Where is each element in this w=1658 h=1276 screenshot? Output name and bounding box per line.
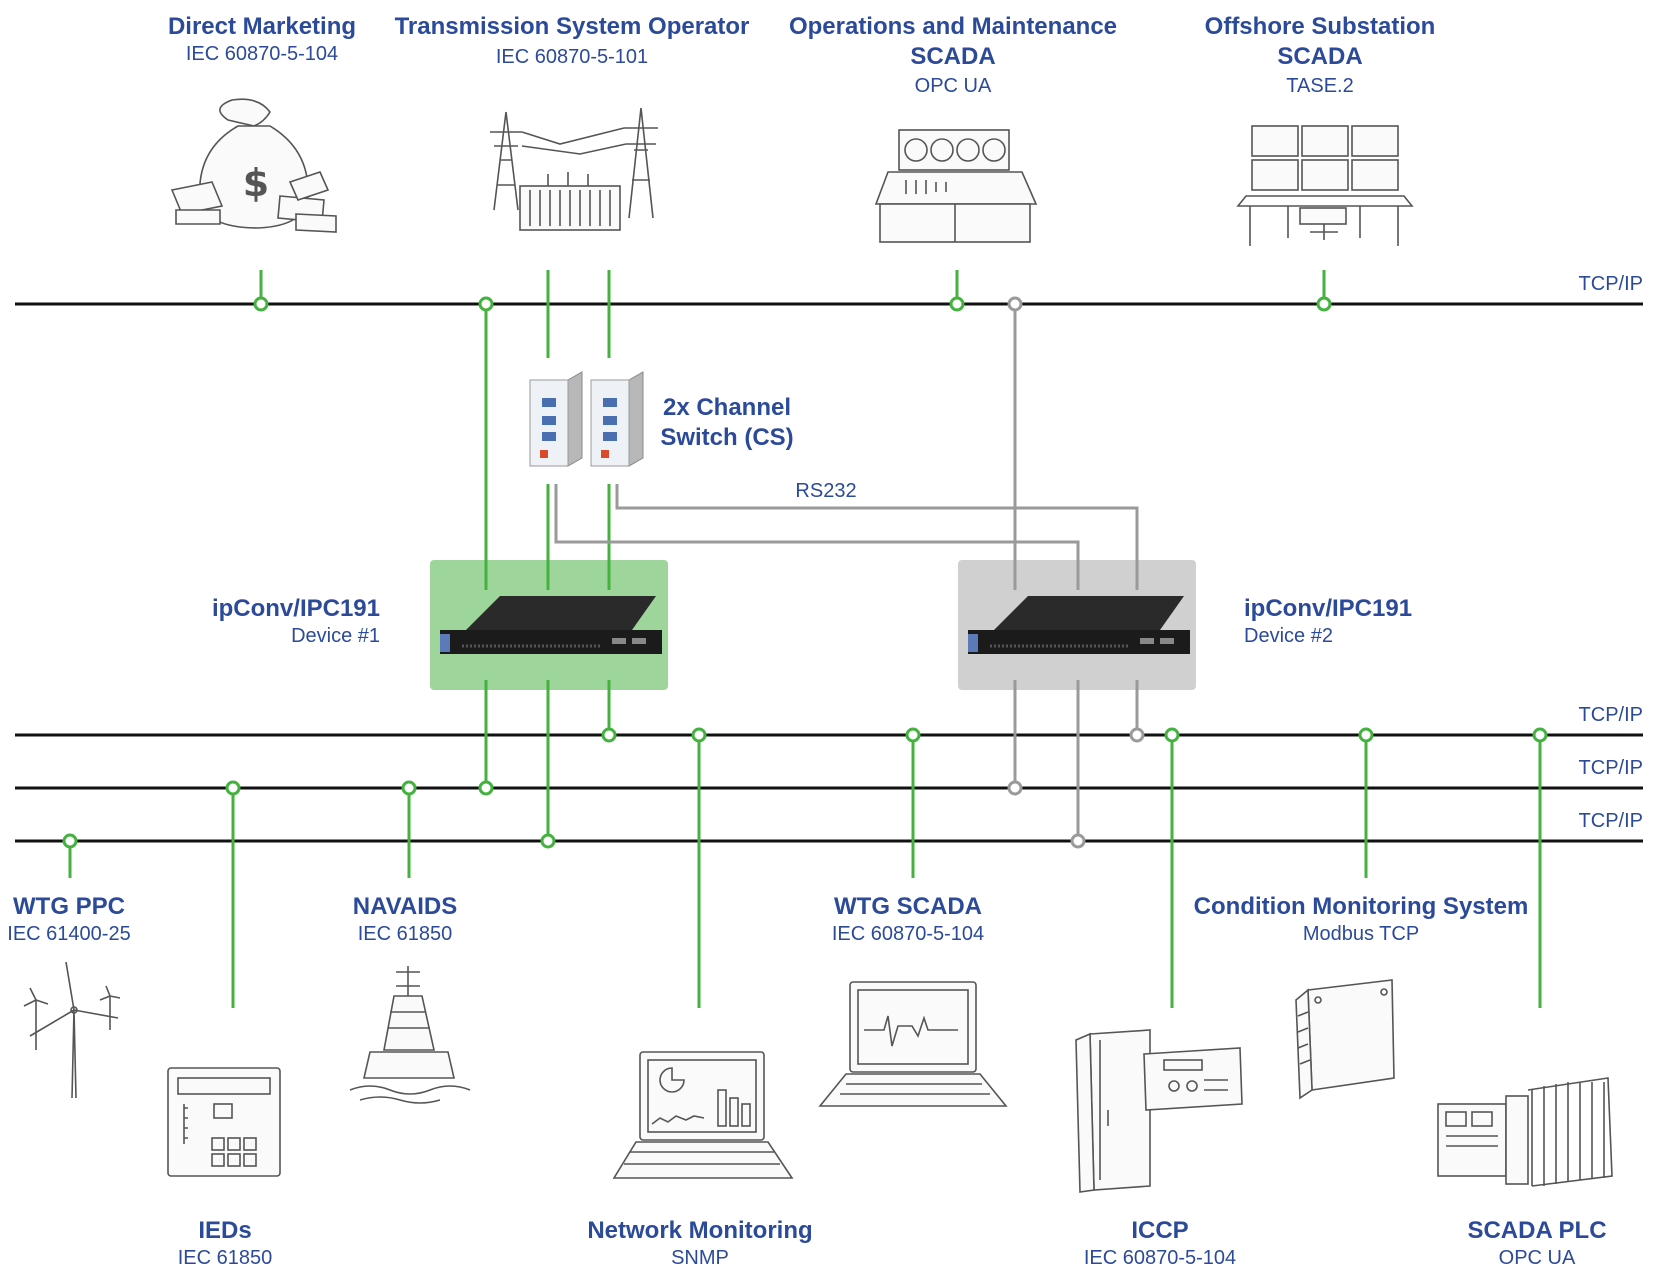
rack-server-icon (440, 596, 662, 654)
bus-label: TCP/IP (1579, 810, 1643, 832)
node-title: IEDs (198, 1217, 251, 1244)
protection-relay-icon (167, 1067, 281, 1177)
rack-server-icon (968, 596, 1190, 654)
node-protocol: OPC UA (1499, 1247, 1576, 1269)
node-scada-plc: SCADA PLC OPC UA (1467, 1217, 1606, 1269)
node-title: WTG SCADA (834, 893, 982, 920)
wind-turbine-icon (23, 961, 121, 1099)
node-title: NAVAIDS (353, 893, 457, 920)
node-protocol: IEC 60870-5-104 (1084, 1247, 1236, 1269)
node-condition-monitoring: Condition Monitoring System Modbus TCP (1194, 893, 1529, 945)
node-network-monitoring: Network Monitoring SNMP (587, 1217, 812, 1269)
control-cabinet-icon (1075, 1029, 1243, 1193)
node-protocol: IEC 61400-25 (7, 923, 130, 945)
device-title: ipConv/IPC191 (1244, 595, 1412, 622)
node-title: WTG PPC (13, 893, 125, 920)
node-protocol: IEC 60870-5-101 (496, 46, 648, 68)
svg-text:$: $ (243, 161, 269, 205)
switch-title: Switch (CS) (660, 424, 793, 451)
node-title: SCADA (1277, 43, 1362, 70)
bus-label: TCP/IP (1579, 704, 1643, 726)
bus-label: TCP/IP (1579, 757, 1643, 779)
node-title: ICCP (1131, 1217, 1188, 1244)
node-title: SCADA (910, 43, 995, 70)
node-title: Network Monitoring (587, 1217, 812, 1244)
node-protocol: IEC 60870-5-104 (832, 923, 984, 945)
control-room-icon (1236, 125, 1414, 246)
node-protocol: Modbus TCP (1303, 923, 1419, 945)
plc-icon (1437, 1077, 1613, 1187)
switch-title: 2x Channel (663, 394, 791, 421)
control-panel-icon (874, 129, 1038, 243)
node-title: SCADA PLC (1467, 1217, 1606, 1244)
node-transmission-system-operator: Transmission System Operator IEC 60870-5… (395, 13, 750, 68)
money-bag-icon: $ (170, 98, 337, 233)
node-title: Operations and Maintenance (789, 13, 1117, 40)
node-navaids: NAVAIDS IEC 61850 (353, 893, 457, 945)
node-offshore-substation-scada: Offshore Substation SCADA TASE.2 (1205, 13, 1436, 97)
channel-switch-label: 2x Channel Switch (CS) (660, 394, 793, 451)
bus-label: TCP/IP (1579, 273, 1643, 295)
device-title: ipConv/IPC191 (212, 595, 380, 622)
device-subtitle: Device #2 (1244, 625, 1333, 647)
node-direct-marketing: Direct Marketing IEC 60870-5-104 (168, 13, 356, 65)
laptop-chart-icon (612, 1051, 794, 1179)
node-title: Condition Monitoring System (1194, 893, 1529, 920)
junction-box-icon (1295, 979, 1395, 1100)
node-protocol: TASE.2 (1286, 75, 1353, 97)
node-wtg-ppc: WTG PPC IEC 61400-25 (7, 893, 130, 945)
node-title: Transmission System Operator (395, 13, 750, 40)
node-protocol: IEC 61850 (178, 1247, 273, 1269)
node-protocol: IEC 61850 (358, 923, 453, 945)
bus-connectors (62, 296, 1548, 849)
node-iccp: ICCP IEC 60870-5-104 (1084, 1217, 1236, 1269)
device-1-label: ipConv/IPC191 Device #1 (212, 595, 380, 647)
device-subtitle: Device #1 (291, 625, 380, 647)
transmission-tower-icon (490, 107, 658, 231)
node-protocol: SNMP (671, 1247, 729, 1269)
node-wtg-scada: WTG SCADA IEC 60870-5-104 (832, 893, 984, 945)
node-title: Direct Marketing (168, 13, 356, 40)
node-protocol: OPC UA (915, 75, 992, 97)
node-ieds: IEDs IEC 61850 (178, 1217, 273, 1269)
buoy-icon (349, 966, 471, 1104)
node-operations-maintenance-scada: Operations and Maintenance SCADA OPC UA (789, 13, 1117, 97)
node-protocol: IEC 60870-5-104 (186, 43, 338, 65)
rs232-label: RS232 (795, 480, 856, 502)
node-title: Offshore Substation (1205, 13, 1436, 40)
links: RS232 (68, 270, 1542, 1008)
serial-switch-icon (529, 371, 644, 467)
device-2-label: ipConv/IPC191 Device #2 (1244, 595, 1412, 647)
laptop-trend-icon (818, 981, 1008, 1107)
